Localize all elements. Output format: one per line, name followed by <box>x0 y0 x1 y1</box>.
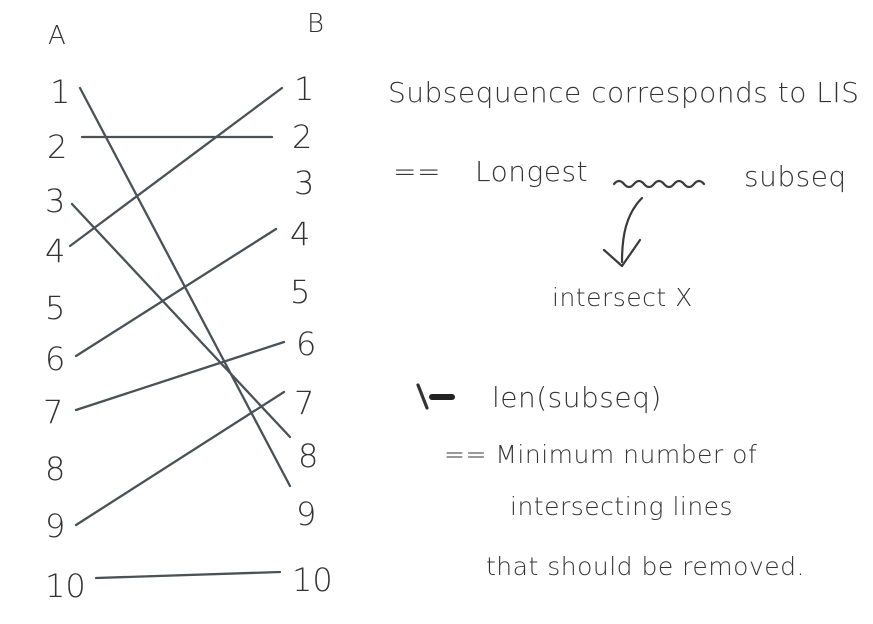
note-line-3: len(subseq) <box>492 381 662 414</box>
note-line-6: that should be removed. <box>486 552 805 581</box>
column-a-item: 1 <box>50 73 70 111</box>
column-a-item: 8 <box>45 450 65 488</box>
column-a-item: 10 <box>45 567 86 605</box>
note-line-2-prefix: == <box>393 155 441 188</box>
squiggle-mark <box>612 179 706 189</box>
connection-line-6-to-4 <box>74 227 278 358</box>
column-a-item: 6 <box>45 340 65 378</box>
column-a-item: 9 <box>45 507 65 545</box>
column-b-item: 4 <box>290 215 310 253</box>
connection-line-10-to-10 <box>94 570 282 580</box>
connection-line-4-to-1 <box>68 86 284 248</box>
column-b-item: 5 <box>290 273 310 311</box>
column-b-item: 10 <box>292 561 333 599</box>
column-a-item: 3 <box>45 182 65 220</box>
note-line-4: == Minimum number of <box>444 440 757 469</box>
connection-line-7-to-6 <box>74 340 286 412</box>
column-a-item: 5 <box>45 289 65 327</box>
one-stroke-mark <box>416 383 429 410</box>
curved-arrow-icon <box>620 196 644 264</box>
column-b-item: 7 <box>294 384 314 422</box>
column-b-item: 1 <box>294 70 314 108</box>
note-line-2-word: Longest <box>475 155 588 188</box>
note-line-5: intersecting lines <box>510 492 733 521</box>
note-line-1: Subsequence corresponds to LIS <box>388 76 859 109</box>
column-b-item: 3 <box>294 164 314 202</box>
column-b-item: 2 <box>292 118 312 156</box>
column-b-item: 8 <box>298 437 318 475</box>
connection-line-3-to-8 <box>70 202 292 439</box>
column-a-item: 4 <box>45 232 65 270</box>
column-a-item: 7 <box>43 393 63 431</box>
intersect-label: intersect X <box>552 283 693 312</box>
column-a-item: 2 <box>47 128 67 166</box>
connection-line-9-to-7 <box>74 390 286 527</box>
column-b-item: 6 <box>296 325 316 363</box>
note-line-2-suffix: subseq <box>744 160 847 193</box>
column-b-label: B <box>307 9 324 39</box>
column-a-label: A <box>48 21 66 51</box>
arrow-head-icon <box>602 238 642 268</box>
connection-lines <box>68 86 292 580</box>
column-b-item: 9 <box>296 495 316 533</box>
